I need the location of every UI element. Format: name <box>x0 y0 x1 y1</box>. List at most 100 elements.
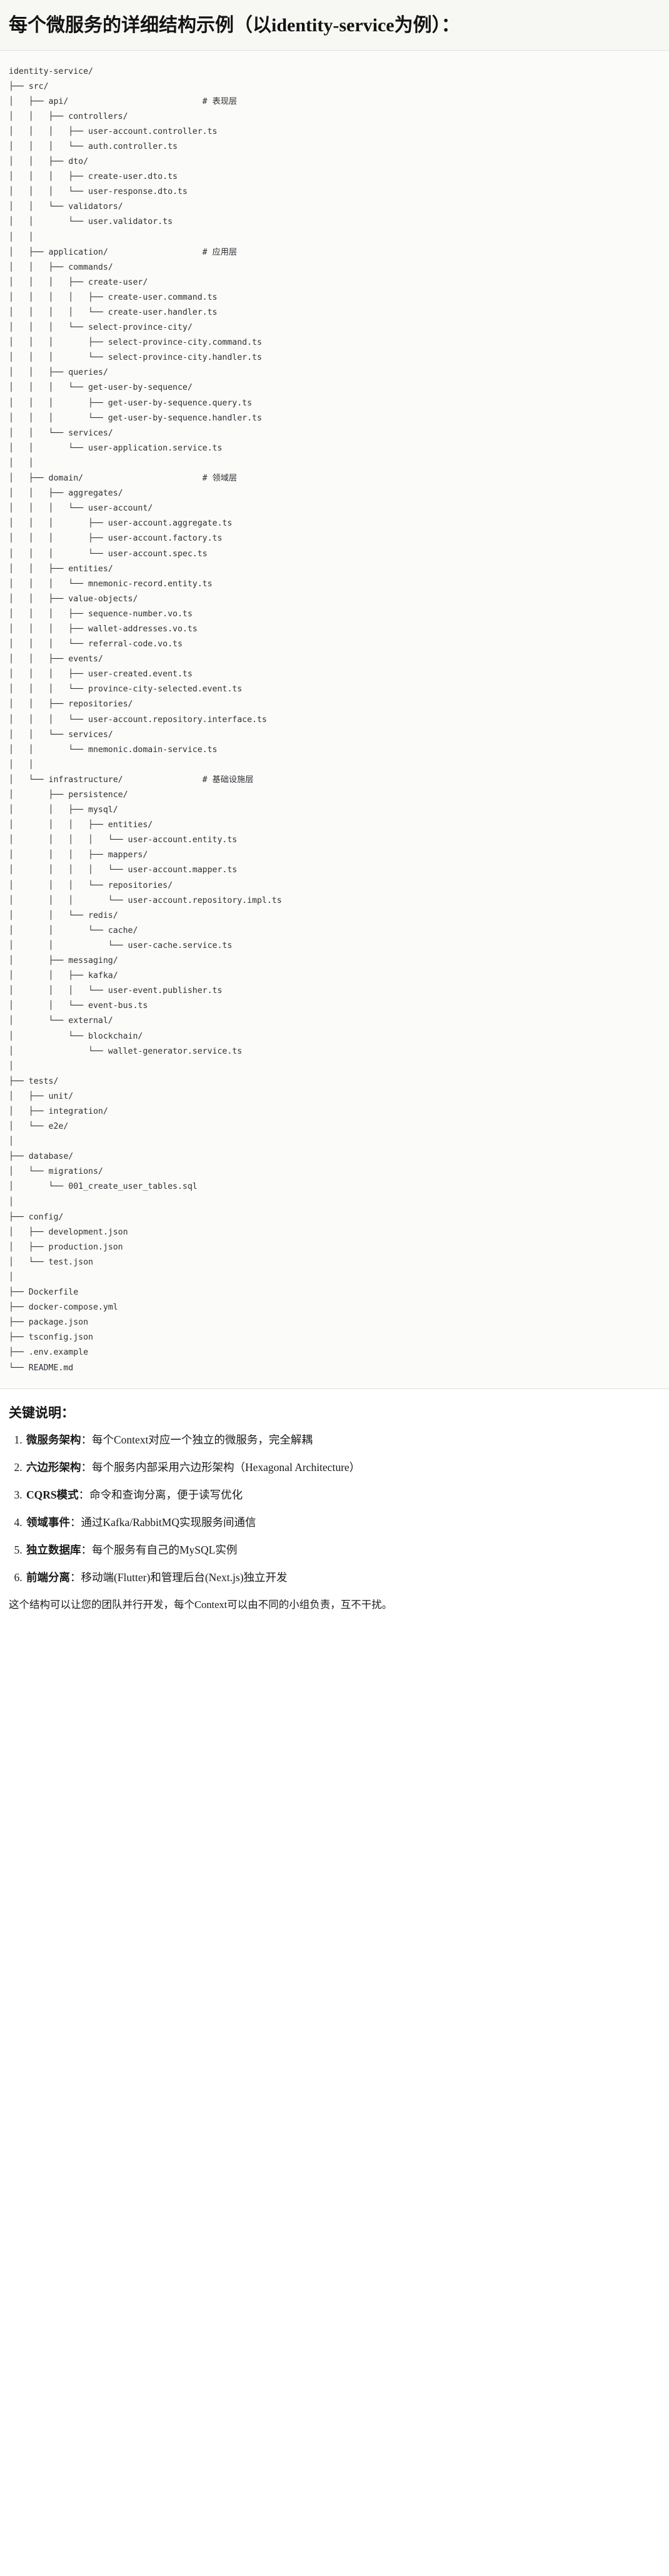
tree-line: │ │ └── services/ <box>9 428 113 438</box>
tree-line: │ │ └── user-cache.service.ts <box>9 940 233 950</box>
tree-line: │ ├── production.json <box>9 1242 123 1252</box>
key-note-label: CQRS模式 <box>26 1488 79 1501</box>
tree-line: │ │ ├── repositories/ <box>9 700 133 710</box>
tree-line: │ │ │ ├── user-account.factory.ts <box>9 534 223 544</box>
key-note-label: 微服务架构 <box>26 1433 81 1446</box>
tree-line: │ │ │ └── user-account.repository.interf… <box>9 715 267 725</box>
tree-line: │ │ │ │ └── create-user.handler.ts <box>9 308 218 317</box>
tree-line: │ └── migrations/ <box>9 1167 103 1177</box>
key-note-label: 六边形架构 <box>26 1460 81 1474</box>
tree-line: │ │ <box>9 232 34 242</box>
tree-line: │ │ └── event-bus.ts <box>9 1001 148 1011</box>
tree-line: ├── src/ <box>9 81 49 91</box>
tree-line: │ │ │ └── user-account.repository.impl.t… <box>9 895 282 905</box>
tree-line: │ │ │ └── user-account/ <box>9 504 153 514</box>
tree-line: │ ├── messaging/ <box>9 956 118 966</box>
tree-line: │ │ │ └── referral-code.vo.ts <box>9 639 183 649</box>
tree-line: │ │ │ ├── create-user/ <box>9 277 148 287</box>
tree-line: │ │ ├── aggregates/ <box>9 489 123 499</box>
tree-line: │ └── wallet-generator.service.ts <box>9 1046 243 1056</box>
tree-line: │ │ │ ├── user-created.event.ts <box>9 669 193 680</box>
tree-line: │ │ ├── dto/ <box>9 157 89 167</box>
tree-line: │ │ ├── kafka/ <box>9 971 118 981</box>
tree-line: │ <box>9 1197 14 1207</box>
tree-line: │ │ ├── entities/ <box>9 564 113 574</box>
tree-line: │ │ │ ├── wallet-addresses.vo.ts <box>9 624 198 634</box>
tree-line-path: │ ├── domain/ <box>9 474 203 484</box>
tree-line-path: │ ├── application/ <box>9 247 203 257</box>
key-note-label: 领域事件 <box>26 1516 70 1529</box>
tree-line: │ │ └── redis/ <box>9 910 118 920</box>
tree-line: │ │ │ ├── user-account.aggregate.ts <box>9 519 233 529</box>
tree-line: │ │ │ └── select-province-city/ <box>9 323 193 333</box>
tree-line: │ │ │ ├── sequence-number.vo.ts <box>9 609 193 619</box>
tree-line: │ │ │ │ └── user-account.entity.ts <box>9 835 238 845</box>
key-note-item: 独立数据库：每个服务有自己的MySQL实例 <box>25 1542 660 1559</box>
tree-line: │ │ │ ├── mappers/ <box>9 850 148 860</box>
key-note-label: 独立数据库 <box>26 1544 81 1557</box>
key-note-text: ：命令和查询分离，便于读写优化 <box>78 1488 243 1501</box>
key-note-item: 微服务架构：每个Context对应一个独立的微服务，完全解耦 <box>25 1432 660 1448</box>
tree-line-path: │ ├── api/ <box>9 96 203 106</box>
tree-line: │ │ <box>9 760 34 770</box>
tree-line: ├── Dockerfile <box>9 1288 79 1298</box>
tree-line: │ │ │ ├── create-user.dto.ts <box>9 172 178 182</box>
tree-line: │ │ │ └── select-province-city.handler.t… <box>9 353 262 363</box>
tree-line: │ │ └── cache/ <box>9 925 138 935</box>
tree-line: │ │ └── mnemonic.domain-service.ts <box>9 745 218 755</box>
directory-tree: identity-service/ ├── src/ │ ├── api/ # … <box>9 64 660 1376</box>
tree-line: ├── docker-compose.yml <box>9 1303 118 1313</box>
directory-tree-section: identity-service/ ├── src/ │ ├── api/ # … <box>0 50 669 1389</box>
tree-line: │ │ │ └── mnemonic-record.entity.ts <box>9 579 213 589</box>
tree-line: ├── database/ <box>9 1152 74 1162</box>
key-note-item: CQRS模式：命令和查询分离，便于读写优化 <box>25 1487 660 1504</box>
document-page: 每个微服务的详细结构示例（以identity-service为例）： ident… <box>0 0 669 1630</box>
tree-line: │ │ ├── queries/ <box>9 368 108 378</box>
tree-line: ├── config/ <box>9 1212 64 1222</box>
tree-line: │ │ │ └── user-account.spec.ts <box>9 549 208 559</box>
tree-line: │ │ │ └── user-response.dto.ts <box>9 187 188 197</box>
tree-line: │ <box>9 1137 14 1147</box>
key-note-item: 前端分离：移动端(Flutter)和管理后台(Next.js)独立开发 <box>25 1569 660 1586</box>
tree-line: │ │ │ ├── select-province-city.command.t… <box>9 338 262 348</box>
key-notes-section: 关键说明： 微服务架构：每个Context对应一个独立的微服务，完全解耦六边形架… <box>0 1388 669 1630</box>
key-note-text: ：通过Kafka/RabbitMQ实现服务间通信 <box>70 1516 256 1529</box>
tree-line: identity-service/ <box>9 66 93 76</box>
tree-line: ├── tests/ <box>9 1076 59 1086</box>
tree-line: │ └── blockchain/ <box>9 1031 143 1041</box>
key-note-item: 领域事件：通过Kafka/RabbitMQ实现服务间通信 <box>25 1514 660 1531</box>
tree-line: │ │ │ └── province-city-selected.event.t… <box>9 685 243 695</box>
tree-line: │ │ ├── value-objects/ <box>9 594 138 604</box>
tree-line: │ │ │ └── get-user-by-sequence/ <box>9 383 193 393</box>
key-note-text: ：每个Context对应一个独立的微服务，完全解耦 <box>81 1433 313 1446</box>
key-note-text: ：每个服务内部采用六边形架构（Hexagonal Architecture） <box>81 1460 361 1474</box>
tree-line-comment: # 领域层 <box>202 474 238 484</box>
key-note-item: 六边形架构：每个服务内部采用六边形架构（Hexagonal Architectu… <box>25 1459 660 1476</box>
tree-line: │ ├── unit/ <box>9 1091 74 1101</box>
tree-line: │ <box>9 1061 14 1071</box>
tree-line: │ │ │ └── user-event.publisher.ts <box>9 986 223 996</box>
tree-line: └── README.md <box>9 1363 74 1373</box>
tree-line: │ │ │ └── repositories/ <box>9 880 173 890</box>
tree-line: │ │ ├── events/ <box>9 654 103 664</box>
tree-line: │ │ <box>9 458 34 468</box>
key-note-text: ：移动端(Flutter)和管理后台(Next.js)独立开发 <box>70 1571 288 1584</box>
tree-line: ├── tsconfig.json <box>9 1333 93 1343</box>
tree-line: │ ├── persistence/ <box>9 790 128 800</box>
key-note-label: 前端分离 <box>26 1571 70 1584</box>
tree-line: │ │ ├── commands/ <box>9 262 113 272</box>
tree-line: │ │ │ └── get-user-by-sequence.handler.t… <box>9 413 262 423</box>
tree-line: │ │ └── user.validator.ts <box>9 217 173 227</box>
tree-line: │ │ │ ├── entities/ <box>9 820 153 830</box>
tree-line: │ └── 001_create_user_tables.sql <box>9 1182 198 1192</box>
key-notes-list: 微服务架构：每个Context对应一个独立的微服务，完全解耦六边形架构：每个服务… <box>9 1432 660 1587</box>
tree-line: ├── package.json <box>9 1318 89 1328</box>
tree-line: │ └── test.json <box>9 1257 93 1267</box>
tree-line: │ ├── development.json <box>9 1227 128 1237</box>
tree-line: │ │ │ │ ├── create-user.command.ts <box>9 292 218 302</box>
tree-line: ├── .env.example <box>9 1348 89 1358</box>
tree-line: │ │ │ ├── user-account.controller.ts <box>9 126 218 136</box>
tree-line: │ │ └── user-application.service.ts <box>9 443 223 453</box>
key-notes-heading: 关键说明： <box>9 1405 74 1420</box>
key-note-text: ：每个服务有自己的MySQL实例 <box>81 1544 238 1557</box>
